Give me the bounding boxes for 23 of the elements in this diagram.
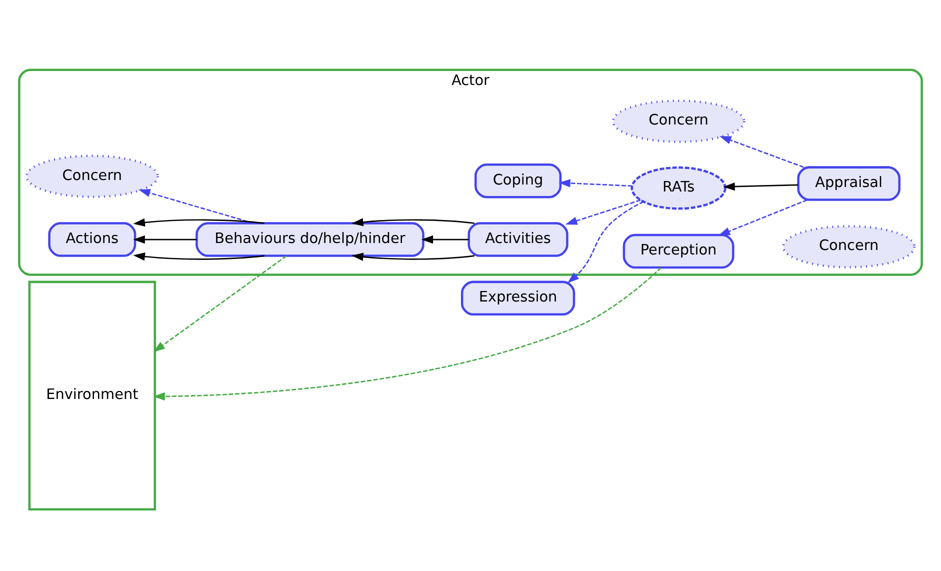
node-box: Environment [28,280,156,510]
node-box: Expression [460,280,576,316]
arrow [719,136,804,168]
arrow [421,234,469,244]
node-box: Coping [474,162,562,198]
node-box: Activities [468,222,568,256]
arrow [133,218,264,226]
node-box: Perception [622,233,734,268]
arrow [723,182,798,190]
arrow [352,252,474,260]
node-box: Actions [48,222,136,256]
arrow [133,252,264,260]
arrow [153,266,662,400]
arrow [565,198,641,224]
arrow [718,198,808,236]
arrow [558,178,632,187]
arrow [133,234,197,244]
arrow [567,200,644,283]
node-box: Appraisal [797,166,900,200]
node-ellipse: RATs [630,166,726,210]
arrow [352,218,474,226]
node-ellipse: Concern [782,224,916,268]
node-box: Behaviours do/help/hinder [196,222,424,256]
